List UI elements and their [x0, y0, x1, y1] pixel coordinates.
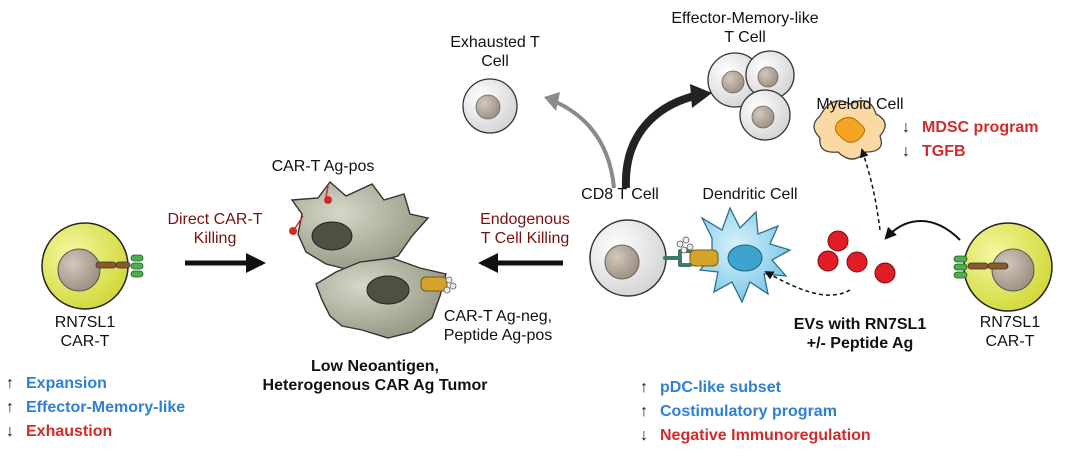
label-line: T Cell Killing — [480, 230, 570, 247]
arrow-to-exhausted — [555, 100, 616, 189]
indicator-text: MDSC program — [922, 119, 1039, 136]
label-myeloid-cell: Myeloid Cell — [816, 96, 904, 113]
dendritic-cell — [676, 206, 792, 304]
label-line: Killing — [193, 230, 237, 247]
label-line: Peptide Ag-pos — [443, 327, 553, 344]
label-line: EVs with RN7SL1 — [793, 316, 927, 333]
label-tumor: Low Neoantigen, Heterogenous CAR Ag Tumo… — [230, 357, 520, 395]
effector-memory-t-cells — [707, 50, 795, 141]
down-arrow-icon: ↓ — [902, 119, 910, 136]
label-direct-killing: Direct CAR-T Killing — [150, 210, 280, 248]
label-line: T Cell — [724, 29, 766, 46]
indicator-costim: ↑ Costimulatory program — [640, 400, 871, 424]
up-arrow-icon: ↑ — [640, 379, 648, 396]
label-dendritic-cell: Dendritic Cell — [702, 186, 798, 203]
label-rn7sl1-car-t-left: RN7SL1 CAR-T — [35, 313, 135, 351]
indicator-text: pDC-like subset — [660, 379, 781, 396]
indicator-text: Exhaustion — [26, 423, 113, 440]
arrow-car-t-to-evs — [884, 220, 961, 241]
label-car-t-ag-pos: CAR-T Ag-pos — [271, 158, 375, 175]
label-line: Effector-Memory-like — [671, 10, 819, 27]
indicator-pdc: ↑ pDC-like subset — [640, 376, 871, 400]
down-arrow-icon: ↓ — [902, 143, 910, 160]
indicator-mdsc: ↓ MDSC program — [902, 116, 1038, 140]
indicators-myeloid: ↓ MDSC program ↓ TGFB — [902, 116, 1038, 164]
label-line: Low Neoantigen, — [311, 358, 439, 375]
up-arrow-icon: ↑ — [6, 399, 14, 416]
label-car-t-ag-neg: CAR-T Ag-neg, Peptide Ag-pos — [418, 307, 578, 345]
indicator-tgfb: ↓ TGFB — [902, 140, 1038, 164]
label-line: Heterogenous CAR Ag Tumor — [262, 377, 488, 394]
label-evs: EVs with RN7SL1 +/- Peptide Ag — [770, 315, 950, 353]
label-line: RN7SL1 — [54, 314, 116, 331]
label-endogenous-killing: Endogenous T Cell Killing — [455, 210, 595, 248]
cd8-t-cell — [589, 219, 692, 297]
indicators-dendritic: ↑pDC-like subset ↑Costimulatory program … — [640, 376, 871, 448]
label-line: +/- Peptide Ag — [806, 335, 914, 352]
label-line: Exhausted T — [450, 34, 540, 51]
car-t-cell-left — [41, 222, 144, 310]
arrow-evs-to-myeloid — [860, 148, 881, 231]
extracellular-vesicles — [817, 230, 896, 284]
down-arrow-icon: ↓ — [6, 423, 14, 440]
indicator-effector-memory: ↑ Effector-Memory-like — [6, 396, 185, 420]
label-line: Cell — [481, 53, 509, 70]
tumor-cells — [289, 180, 457, 339]
up-arrow-icon: ↑ — [640, 403, 648, 420]
label-cd8-t-cell: CD8 T Cell — [581, 186, 659, 203]
arrow-to-effector — [621, 92, 696, 189]
indicator-exhaustion: ↓ Exhaustion — [6, 420, 185, 444]
label-line: CAR-T Ag-neg, — [443, 308, 553, 325]
label-effector-memory: Effector-Memory-like T Cell — [640, 9, 850, 47]
indicator-text: Negative Immunoregulation — [660, 427, 871, 444]
label-line: Direct CAR-T — [167, 211, 263, 228]
indicator-text: Effector-Memory-like — [26, 399, 186, 416]
label-line: CAR-T — [60, 333, 110, 350]
label-line: Endogenous — [480, 211, 570, 228]
exhausted-t-cell — [462, 78, 518, 134]
car-t-cell-right — [953, 222, 1053, 312]
indicator-text: Expansion — [26, 375, 107, 392]
indicator-expansion: ↑ Expansion — [6, 372, 185, 396]
myeloid-cell — [813, 100, 886, 160]
indicator-text: TGFB — [922, 143, 966, 160]
label-line: CAR-T — [985, 333, 1035, 350]
label-exhausted-t-cell: Exhausted T Cell — [430, 33, 560, 71]
indicator-text: Costimulatory program — [660, 403, 837, 420]
indicators-left: ↑ Expansion ↑ Effector-Memory-like ↓ Exhaus… — [6, 372, 185, 444]
up-arrow-icon: ↑ — [6, 375, 14, 392]
label-rn7sl1-car-t-right: RN7SL1 CAR-T — [960, 313, 1060, 351]
label-line: RN7SL1 — [979, 314, 1041, 331]
down-arrow-icon: ↓ — [640, 427, 648, 444]
indicator-neg-immunoreg: ↓ Negative Immunoregulation — [640, 424, 871, 448]
